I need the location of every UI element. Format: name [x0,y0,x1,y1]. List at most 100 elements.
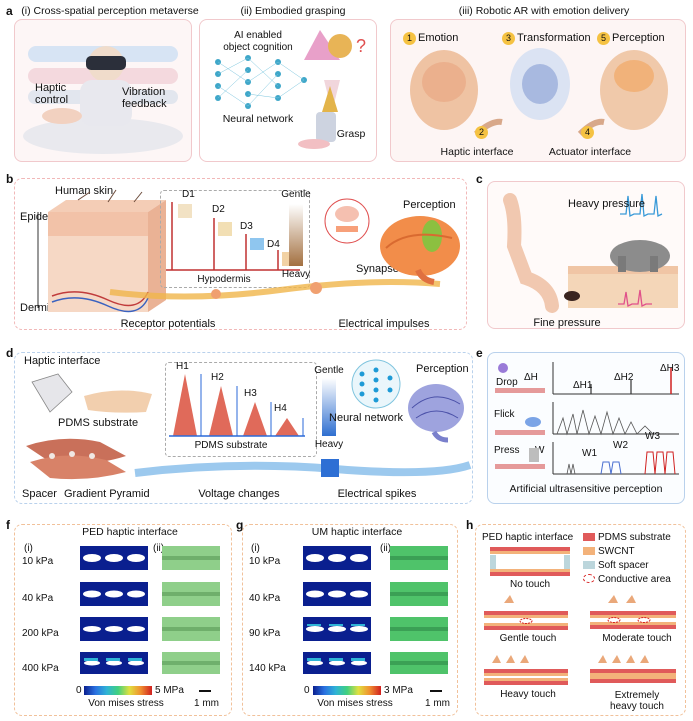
legend-conductive-swatch [583,574,595,583]
haptic-control-label: Haptic control [35,82,69,106]
w3-label: W3 [645,431,660,442]
panel-f-label: f [6,518,10,532]
skin-cross-section [37,189,166,313]
panel-d-label: d [6,346,14,360]
g-pressure-1: 10 kPa [249,556,281,567]
w-label: W [535,445,545,456]
g-pressure-4: 140 kPa [249,663,286,674]
neuron-pathway [109,279,441,300]
synapse-label: Synapse [356,263,399,275]
g-scale-max: 3 MPa [384,685,413,696]
d-heavy-label: Heavy [314,439,344,450]
h2-label: H2 [211,372,224,383]
voltage-changes-label: Voltage changes [198,488,280,500]
b-intensity-gradient [289,204,303,266]
g-scale-min: 0 [304,685,310,696]
state-moderate-touch: Moderate touch [602,633,672,644]
dh2-label: ΔH2 [614,372,634,383]
svg-text:?: ? [356,36,366,56]
g-colorbar [313,686,381,695]
state-heavy-touch: Heavy touch [500,689,556,700]
gradient-pyramid-label: Gradient Pyramid [64,488,150,500]
h4-label: H4 [274,403,287,414]
e-caption: Artificial ultrasensitive perception [509,483,663,495]
nerve-fiber [134,459,472,477]
electrical-impulses-label: Electrical impulses [338,318,430,330]
a-i-title: (i) Cross-spatial perception metaverse [21,5,199,17]
panel-g-label: g [236,518,244,532]
f-pressure-2: 40 kPa [22,593,54,604]
step-4-label: Actuator interface [548,146,632,158]
stimulus-illustrations [495,363,545,469]
flick-label: Flick [494,409,515,420]
spacer-label: Spacer [22,488,57,500]
grasp-illustration: ? [298,30,366,149]
electrical-spikes-label: Electrical spikes [337,488,417,500]
f-sub-ii: (ii) [153,543,165,554]
dermis-label: Dermis [20,302,55,314]
state-extremely-heavy-touch: Extremely heavy touch [610,690,664,712]
d-neural-network-icon [351,359,401,409]
a-ii-title: (ii) Embodied grasping [240,5,346,17]
g-pressure-2: 40 kPa [249,593,281,604]
f-sub-i: (i) [24,543,33,554]
receptor-depth-chart [166,202,300,271]
press-label: Press [494,445,520,456]
f-optical-images [162,546,220,674]
legend-swcnt-label: SWCNT [598,546,635,557]
dh-label: ΔH [524,372,538,383]
robot-hand-illustration [31,373,152,413]
d-perception-label: Perception [416,363,469,375]
receptor-potentials-label: Receptor potentials [120,318,216,330]
g-scale-title: Von mises stress [317,698,393,709]
d3-label: D3 [240,221,253,232]
brain-icon [380,216,460,285]
hypodermis-label: Hypodermis [197,274,251,285]
dh3-label: ΔH3 [660,363,680,374]
epidermis-label: Epidermis [20,211,69,223]
step-1-badge: 1 [403,32,416,45]
heavy-pressure-label: Heavy pressure [568,198,646,210]
f-title: PED haptic interface [82,526,178,538]
f-scale-min: 0 [76,685,82,696]
panel-e [487,352,685,504]
panel-h-label: h [466,518,474,532]
a-iii-title: (iii) Robotic AR with emotion delivery [458,5,630,17]
h1-label: H1 [176,361,189,372]
f-pressure-1: 10 kPa [22,556,54,567]
step-2-badge: 2 [475,126,488,139]
state-gentle-touch: Gentle touch [499,633,557,644]
vibration-feedback-label: Vibration feedback [122,86,167,110]
fine-pressure-label: Fine pressure [533,317,601,329]
signal-traces [552,362,679,475]
b-gentle-label: Gentle [281,189,311,200]
g-pressure-3: 90 kPa [249,628,281,639]
gradient-pyramid-device [26,438,126,480]
h3-label: H3 [244,388,257,399]
legend-pdms-label: PDMS substrate [598,532,671,543]
pressure-illustration [503,193,678,313]
step-1-label: Emotion [418,32,459,44]
g-scalebar-label: 1 mm [425,698,450,709]
f-colorbar [84,686,152,695]
panel-a-label: a [6,4,13,18]
state-no-touch: No touch [509,579,551,590]
d2-label: D2 [212,204,225,215]
mechanoreceptor-box [160,190,310,288]
w2-label: W2 [613,440,628,451]
legend-spacer-swatch [583,561,595,569]
d-pdms-substrate-label-1: PDMS substrate [58,417,139,429]
touch-state-diagrams [484,547,676,685]
grasp-label: Grasp [336,128,366,140]
step-2-label: Haptic interface [440,146,514,158]
human-skin-label: Human skin [55,185,114,197]
robotic-ar-illustration [410,48,668,137]
step-5-label: Perception [612,32,665,44]
step-3-badge: 3 [502,32,515,45]
panel-e-label: e [476,346,483,360]
step-3-label: Transformation [517,32,591,44]
panel-b-label: b [6,172,14,186]
g-sub-i: (i) [251,543,260,554]
f-scale-title: Von mises stress [88,698,164,709]
legend-pdms-swatch [583,533,595,541]
